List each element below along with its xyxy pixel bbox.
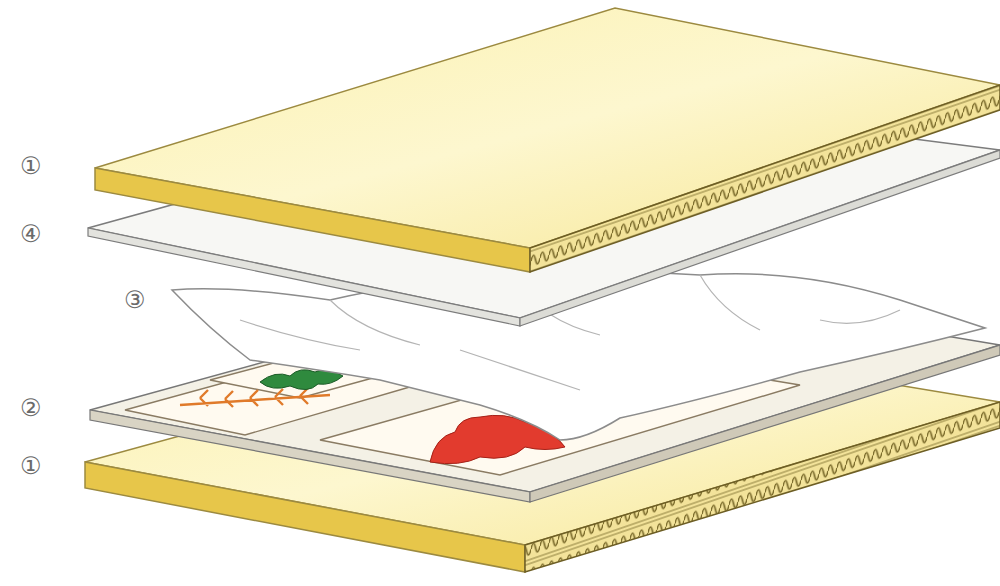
- callout-number: ③: [124, 286, 146, 314]
- top-cardboard: [95, 8, 1000, 272]
- callout-number: ①: [20, 152, 42, 180]
- callout-number: ①: [20, 452, 42, 480]
- callout-number: ②: [20, 394, 42, 422]
- callout-number: ④: [20, 220, 42, 248]
